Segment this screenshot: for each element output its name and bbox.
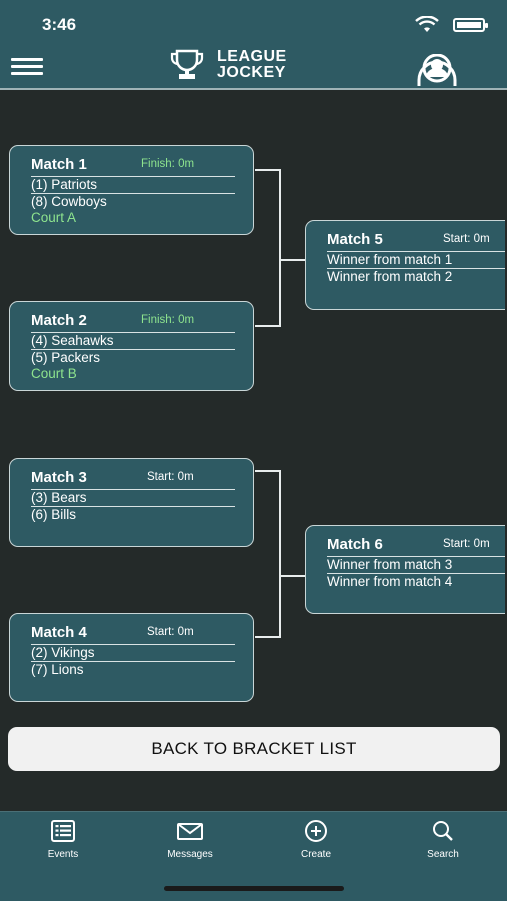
back-to-bracket-list-button[interactable]: BACK TO BRACKET LIST [8, 727, 500, 771]
match-time: Finish: 0m [141, 314, 195, 326]
team-name: (1) Patriots [31, 177, 98, 192]
trophy-icon [170, 49, 204, 79]
team-name: Winner from match 2 [327, 269, 453, 284]
match-card[interactable]: Match 4 Start: 0m (2) Vikings (7) Lions [9, 613, 254, 702]
tab-events[interactable]: Events [13, 820, 113, 870]
tab-bar: Events Messages Create Search [0, 811, 507, 901]
user-avatar-icon[interactable] [417, 54, 457, 86]
envelope-icon [177, 823, 203, 840]
tab-search[interactable]: Search [393, 820, 493, 870]
match-card[interactable]: Match 5 Start: 0m Winner from match 1 Wi… [305, 220, 505, 310]
logo-line1: LEAGUE [217, 48, 287, 65]
match-title: Match 1 [31, 156, 87, 173]
match-card[interactable]: Match 3 Start: 0m (3) Bears (6) Bills [9, 458, 254, 547]
tab-label: Create [300, 849, 331, 860]
battery-icon [453, 18, 488, 32]
tab-label: Messages [167, 849, 213, 860]
list-icon [51, 820, 75, 842]
match-time: Start: 0m [147, 626, 194, 638]
match-card[interactable]: Match 2 Finish: 0m (4) Seahawks (5) Pack… [9, 301, 254, 391]
team-name: (2) Vikings [31, 645, 95, 660]
match-title: Match 2 [31, 312, 87, 329]
search-icon [433, 821, 453, 841]
match-card[interactable]: Match 1 Finish: 0m (1) Patriots (8) Cowb… [9, 145, 254, 235]
plus-circle-icon [305, 820, 327, 842]
status-icons [415, 16, 488, 34]
logo-text: LEAGUE JOCKEY [217, 49, 287, 81]
app-logo: LEAGUE JOCKEY [170, 48, 300, 82]
status-time: 3:46 [42, 15, 77, 34]
match-title: Match 6 [327, 536, 383, 553]
app-header: 3:46 LEAGUE JOCKEY [0, 0, 507, 90]
match-title: Match 3 [31, 469, 87, 486]
court-label: Court A [31, 210, 77, 225]
tab-label: Search [427, 849, 459, 860]
team-name: (7) Lions [31, 662, 84, 677]
match-title: Match 4 [31, 624, 87, 641]
logo-line2: JOCKEY [217, 64, 286, 81]
match-card[interactable]: Match 6 Start: 0m Winner from match 3 Wi… [305, 525, 505, 614]
tab-label: Events [47, 849, 79, 860]
team-name: Winner from match 3 [327, 557, 453, 572]
court-label: Court B [31, 366, 77, 381]
team-name: Winner from match 4 [327, 574, 453, 589]
tab-messages[interactable]: Messages [140, 820, 240, 870]
tab-create[interactable]: Create [266, 820, 366, 870]
menu-icon[interactable] [11, 58, 43, 76]
team-name: (8) Cowboys [31, 194, 107, 209]
match-time: Start: 0m [147, 471, 194, 483]
team-name: Winner from match 1 [327, 252, 453, 267]
team-name: (3) Bears [31, 490, 87, 505]
match-time: Finish: 0m [141, 158, 195, 170]
bracket-connector [255, 470, 305, 638]
home-indicator [164, 886, 344, 891]
team-name: (4) Seahawks [31, 333, 114, 348]
team-name: (6) Bills [31, 507, 77, 522]
bracket-connector [255, 169, 305, 327]
wifi-icon [415, 16, 439, 32]
match-title: Match 5 [327, 231, 383, 248]
bracket-view[interactable]: Match 1 Finish: 0m (1) Patriots (8) Cowb… [0, 92, 507, 812]
match-time: Start: 0m [443, 233, 490, 245]
match-time: Start: 0m [443, 538, 490, 550]
team-name: (5) Packers [31, 350, 101, 365]
